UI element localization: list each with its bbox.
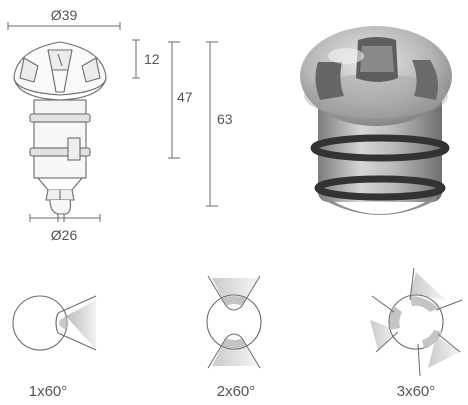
beam-label-2x60: 2x60° <box>217 383 256 400</box>
beam-option-labels: 1x60° 2x60° 3x60° <box>29 383 436 400</box>
dimension-labels: Ø39 12 47 63 Ø26 <box>51 7 233 243</box>
beam-diagram-2x60 <box>206 275 262 369</box>
dim-cap-height: 12 <box>144 51 160 67</box>
dim-bottom-diameter: Ø26 <box>51 227 78 243</box>
dim-top-diameter: Ø39 <box>51 7 78 23</box>
dim-total-height: 63 <box>217 111 233 127</box>
product-photo <box>300 26 452 215</box>
fixture-line-drawing <box>13 41 107 222</box>
beam-label-1x60: 1x60° <box>29 383 68 400</box>
beam-diagram-1x60 <box>12 295 97 351</box>
beam-label-3x60: 3x60° <box>397 383 436 400</box>
beam-diagram-3x60 <box>370 267 463 377</box>
dimension-lines <box>7 22 218 222</box>
dim-body-height: 47 <box>177 89 193 105</box>
